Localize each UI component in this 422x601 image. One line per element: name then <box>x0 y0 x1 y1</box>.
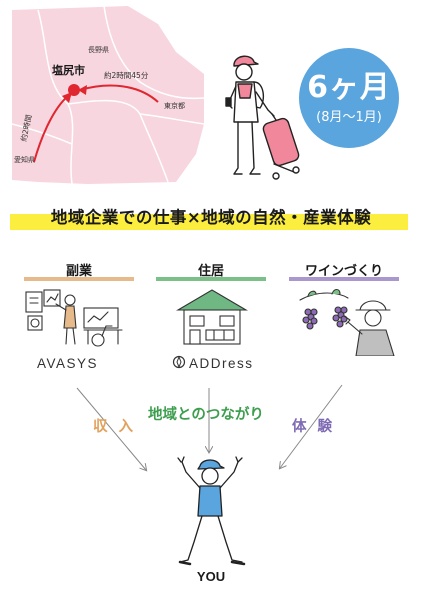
column-underline-housing <box>156 277 266 281</box>
route-tokyo-arrowhead <box>78 85 87 95</box>
label-connection: 地域とのつながり <box>148 407 264 423</box>
column-underline-side-job <box>24 277 134 281</box>
duration-months: 6ヶ月 <box>307 70 391 105</box>
duration-badge: 6ヶ月 (8月〜1月) <box>299 48 399 148</box>
map-label-aichi: 愛知県 <box>14 155 35 164</box>
avasys-logo-text: AVASYS <box>37 356 99 371</box>
house-illustration <box>176 289 248 345</box>
column-title-housing: 住居 <box>197 264 224 279</box>
column-title-winemaking: ワインづくり <box>304 264 383 279</box>
map-label-nagano: 長野県 <box>88 46 109 54</box>
office-work-illustration <box>25 289 123 347</box>
column-title-side-job: 副業 <box>65 264 92 279</box>
arrow-winemaking-to-you <box>280 384 343 468</box>
map-label-tokyo: 東京都 <box>164 101 185 110</box>
you-label: YOU <box>196 569 226 584</box>
you-figure-illustration <box>177 456 246 566</box>
shiojiri-dot <box>68 84 80 96</box>
map-label-route-tokyo: 約2時間45分 <box>104 70 149 80</box>
arrow-side-job-to-you <box>76 387 146 470</box>
headline: 地域企業での仕事×地域の自然・産業体験 <box>50 208 372 227</box>
label-income: 収 入 <box>93 419 137 435</box>
column-underline-winemaking <box>289 277 399 281</box>
japan-region-map: 長野県 塩尻市 約2時間45分 東京都 約2時間 愛知県 <box>11 5 204 184</box>
address-logo-icon <box>172 355 186 369</box>
route-tokyo-arrow <box>79 84 159 103</box>
route-aichi-arrow <box>33 95 69 163</box>
traveler-with-suitcase-illustration <box>225 55 300 180</box>
headline-highlight <box>10 214 408 230</box>
label-experience: 体 験 <box>292 419 336 435</box>
winemaker-grapes-illustration <box>299 288 395 356</box>
route-aichi-arrowhead <box>62 92 72 103</box>
address-logo-text: ADDress <box>189 356 254 371</box>
prefecture-borders <box>11 5 204 184</box>
duration-period: (8月〜1月) <box>316 110 382 125</box>
map-label-shiojiri: 塩尻市 <box>52 63 85 77</box>
